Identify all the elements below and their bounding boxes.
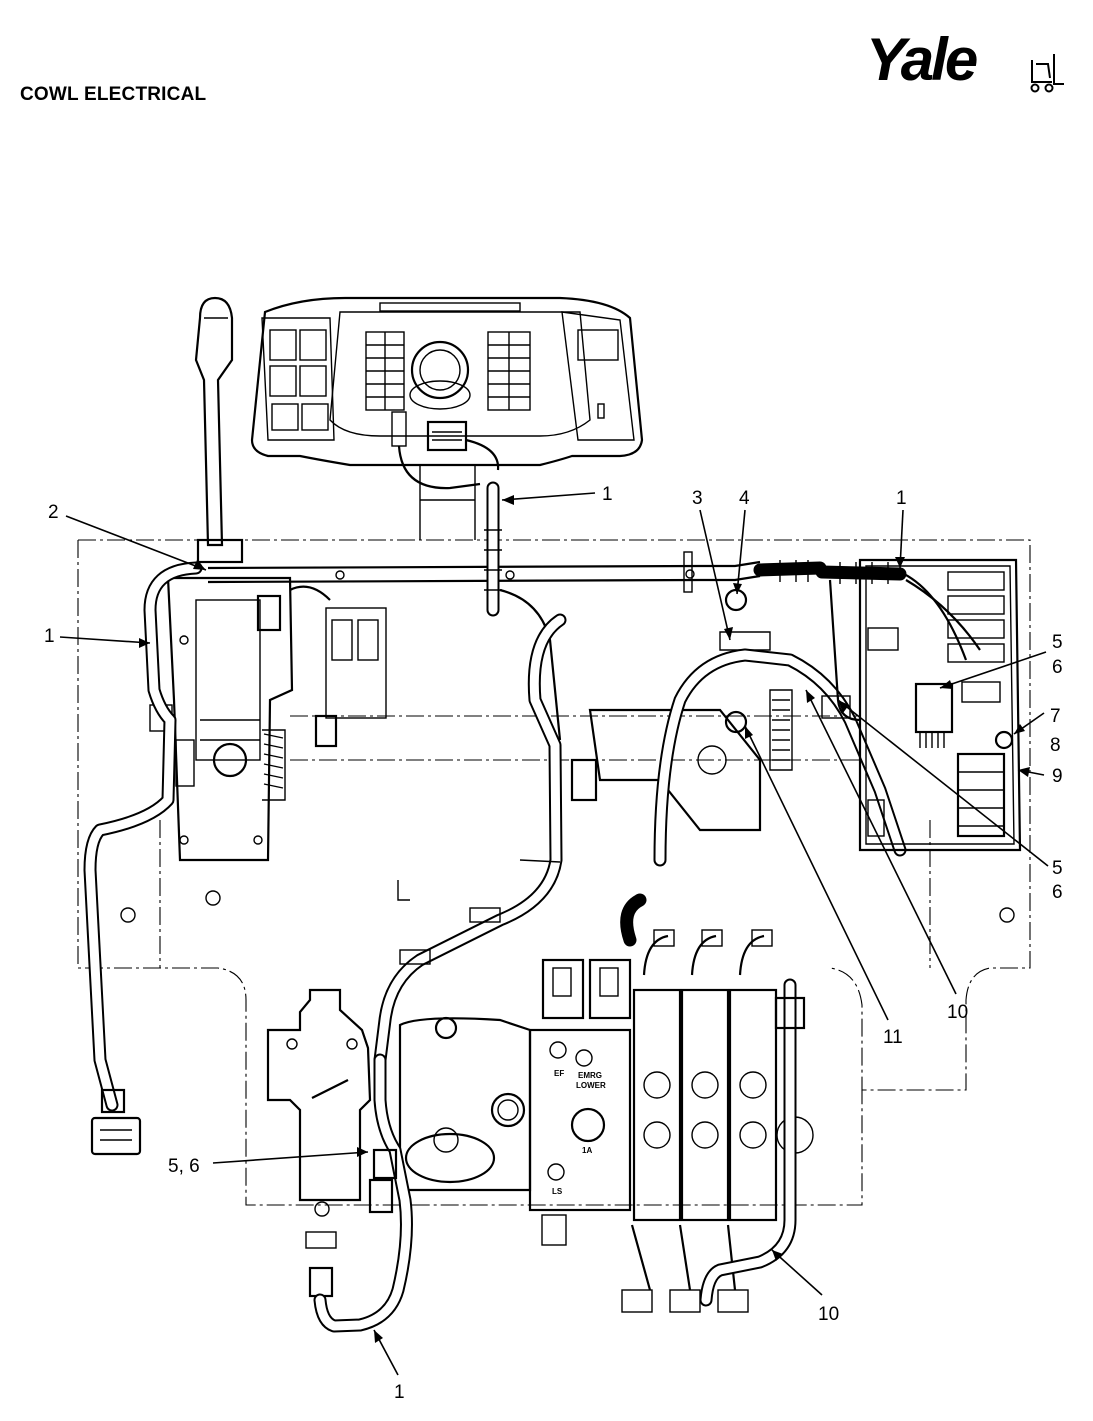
callout-arrows [59,492,1049,1376]
callout-5-upper: 5 [1052,632,1063,653]
yale-logo: Yale [866,26,1064,93]
right-harness-loop [620,579,907,947]
callout-11: 11 [883,1027,903,1048]
valve-harness-right [699,978,806,1307]
lower-fuse-block [956,752,1006,838]
callout-7: 7 [1050,706,1061,727]
callout-1-bottom: 1 [394,1382,405,1403]
mounting-bracket [588,588,793,832]
port-1a-marking: 1A [582,1146,592,1155]
shift-lever [194,296,234,547]
callout-labels: 1 2 1 3 4 1 5 6 7 8 9 5 6 10 11 5, 6 10 … [44,484,1063,1403]
callout-8: 8 [1050,735,1061,756]
callout-6-lower: 6 [1052,882,1063,903]
emrg-marking: EMRG [578,1071,602,1080]
valve-sections [621,929,814,1313]
port-ls-marking: LS [552,1187,563,1196]
callout-5-lower: 5 [1052,858,1063,879]
relay-block [289,585,387,748]
page-title: COWL ELECTRICAL [20,84,207,105]
indicator-grid-right [487,331,531,411]
left-harness [83,561,203,1156]
callout-9: 9 [1052,766,1063,787]
callout-4: 4 [739,488,750,509]
callout-3: 3 [692,488,703,509]
indicator-grid-left [365,331,405,411]
instrument-cluster [250,296,644,467]
cluster-connector [391,411,500,490]
logo-wordmark: Yale [866,26,977,93]
cowl-panel-outline [77,539,1031,1206]
left-switch-pod [261,317,335,441]
fuse-panel [858,558,1022,852]
callout-5-6: 5, 6 [168,1156,200,1177]
ef-marking: EF [554,1069,564,1078]
lower-left-harness [313,1053,413,1333]
callout-10-lower: 10 [818,1304,839,1325]
forklift-icon [1030,54,1064,93]
callout-10-upper: 10 [947,1002,968,1023]
center-harness [373,613,598,1067]
lift-cylinder-bracket [266,988,372,1298]
callout-6-upper: 6 [1052,657,1063,678]
column-harness [484,481,562,741]
upper-relays [947,571,1005,663]
main-harness [207,551,907,593]
callout-1-right: 1 [896,488,907,509]
lower-marking: LOWER [576,1081,606,1090]
callout-1-left: 1 [44,626,55,647]
right-switch-pod [561,311,635,441]
callout-1-top: 1 [602,484,613,505]
lever-assembly [149,538,294,862]
callout-2: 2 [48,502,59,523]
control-valve: EF EMRG LOWER 1A LS [398,958,632,1246]
steering-column [419,465,476,540]
